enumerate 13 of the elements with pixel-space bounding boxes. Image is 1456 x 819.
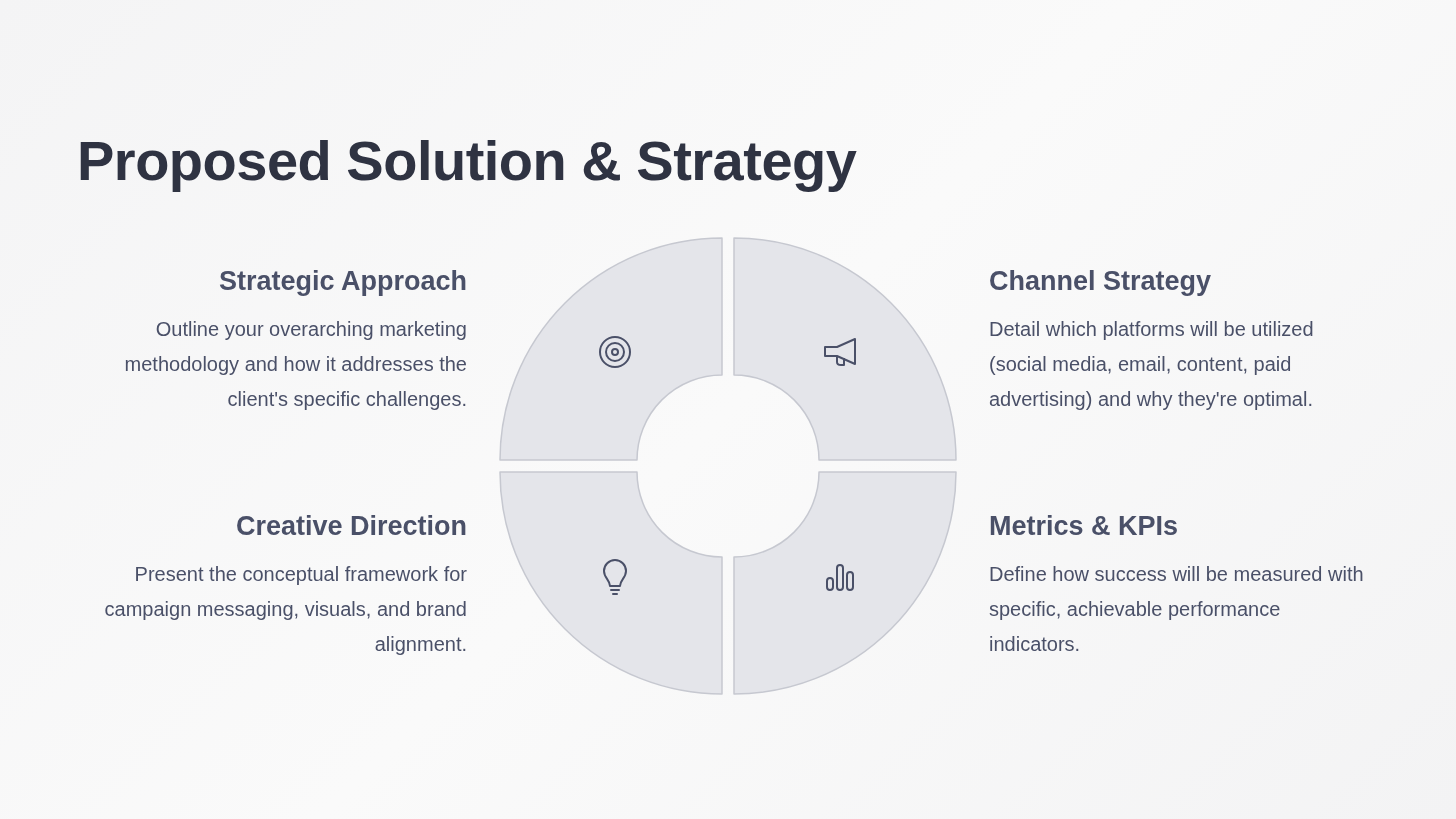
section-heading: Metrics & KPIs — [989, 511, 1179, 542]
section-heading: Strategic Approach — [218, 266, 467, 297]
section-text: Outline your overarching marketing methodology and how it addresses the client's specific challenges. — [123, 317, 467, 412]
section-heading: Creative Direction — [235, 511, 467, 542]
ring-segment — [734, 472, 956, 694]
ring-segment — [500, 472, 722, 694]
section-text: Detail which platforms will be utilized (social media, email, content, paid advertising) and why they're optimal. — [989, 317, 1315, 412]
ring-segment — [500, 238, 722, 460]
ring-segment — [734, 238, 956, 460]
slide-title: Proposed Solution & Strategy — [77, 128, 857, 193]
section-text: Present the conceptual framework for campaign messaging, visuals, and brand alignment. — [103, 562, 467, 657]
section-text: Define how success will be measured with specific, achievable performance indicators. — [989, 562, 1365, 657]
section-heading: Channel Strategy — [989, 266, 1212, 297]
